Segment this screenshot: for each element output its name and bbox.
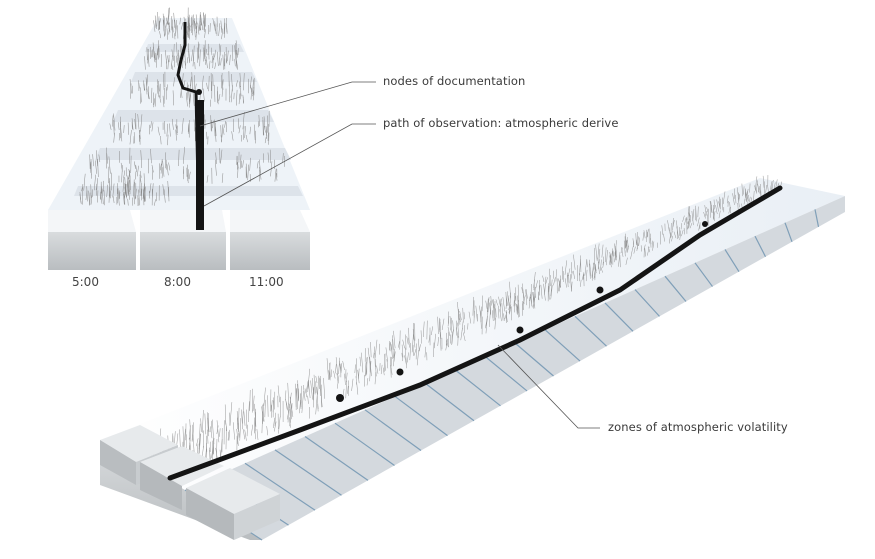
time-label-5: 5:00 bbox=[72, 275, 99, 289]
annotation-path-of-observation: path of observation: atmospheric derive bbox=[383, 116, 619, 130]
main-strip bbox=[100, 175, 845, 541]
main-strip-blocks bbox=[184, 209, 820, 541]
leader-lines bbox=[199, 81, 600, 429]
leader-nodes bbox=[199, 81, 376, 127]
time-label-8: 8:00 bbox=[164, 275, 191, 289]
inset-observation-path bbox=[176, 22, 204, 231]
main-end-blocks bbox=[100, 425, 280, 540]
main-strip-top bbox=[100, 178, 845, 490]
leader-path bbox=[203, 123, 376, 207]
inset-strip bbox=[48, 7, 310, 270]
inset-blocks bbox=[48, 210, 310, 270]
inset-hatching bbox=[79, 7, 285, 206]
leader-zones bbox=[497, 344, 600, 429]
main-observation-path bbox=[167, 185, 783, 481]
main-strip-side bbox=[185, 196, 845, 540]
inset-strip-bands bbox=[74, 44, 303, 196]
annotation-nodes-of-documentation: nodes of documentation bbox=[383, 74, 526, 88]
annotation-zones-of-volatility: zones of atmospheric volatility bbox=[608, 420, 788, 434]
main-hatching bbox=[149, 175, 782, 481]
time-label-11: 11:00 bbox=[249, 275, 284, 289]
